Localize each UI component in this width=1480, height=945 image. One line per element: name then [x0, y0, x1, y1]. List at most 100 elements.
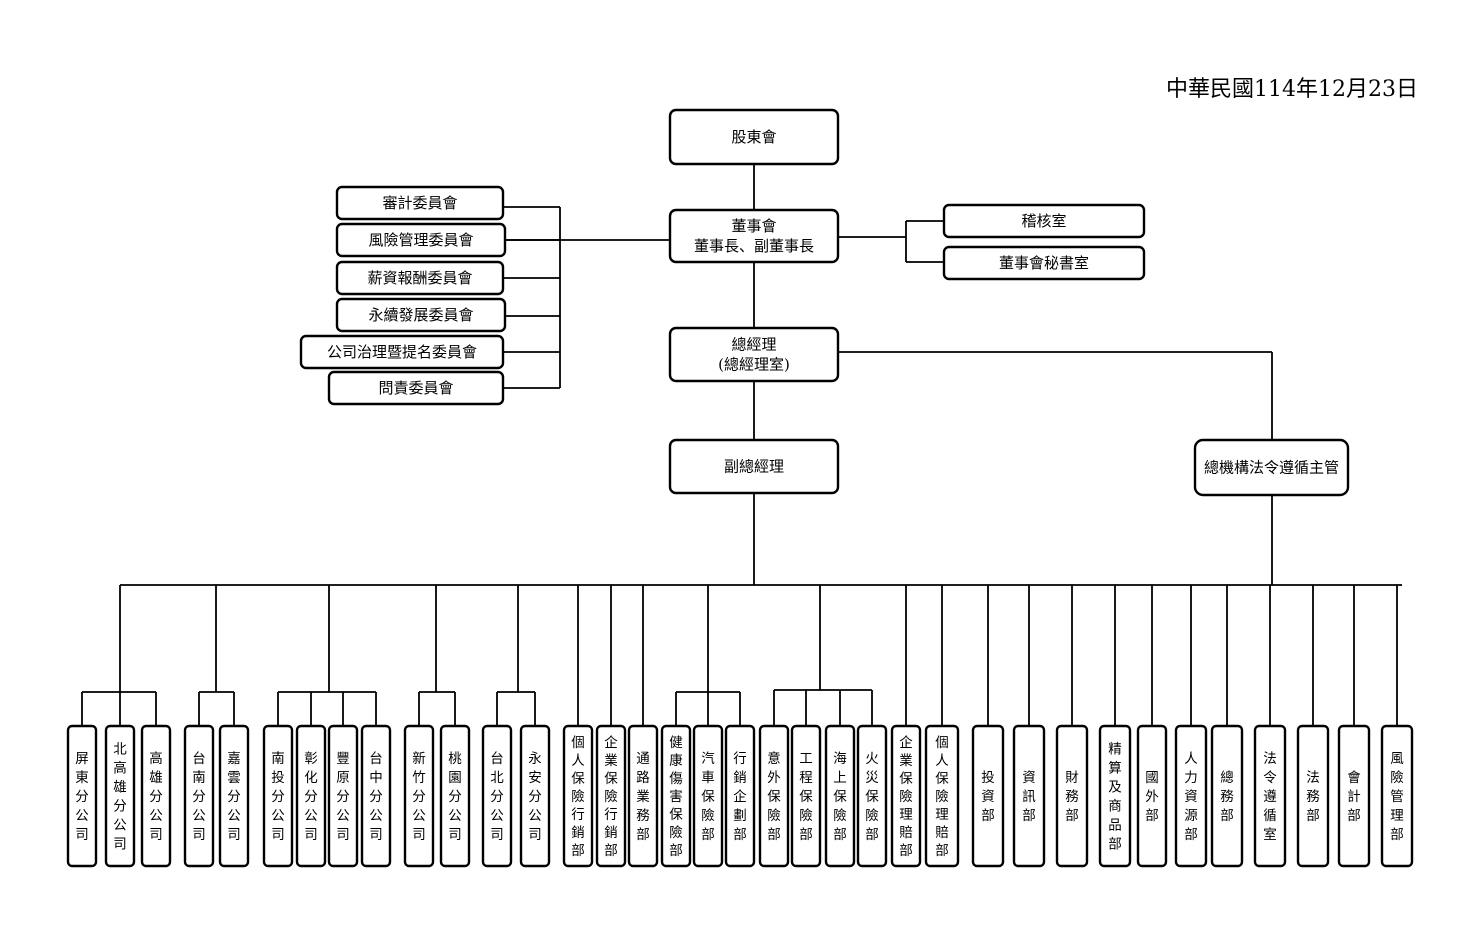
department-box-label: 健康傷害保險部 — [669, 735, 683, 859]
committee-box-label: 風險管理委員會 — [368, 231, 473, 249]
branch-office-box: 桃園分公司 — [439, 724, 471, 868]
department-box: 企業保險行銷部 — [595, 724, 627, 868]
department-box-label: 汽車保險部 — [701, 751, 715, 843]
branch-office-box: 高雄分公司 — [140, 724, 172, 868]
department-box: 火災保險部 — [856, 724, 888, 868]
board-secretariat-label: 董事會秘書室 — [999, 254, 1089, 272]
branch-office-box-label: 桃園分公司 — [448, 751, 462, 843]
department-box: 工程保險部 — [790, 724, 822, 868]
department-box-label: 國外部 — [1145, 770, 1159, 824]
general-manager-label: (總經理室) — [718, 356, 790, 374]
department-box: 風險管理部 — [1380, 724, 1414, 868]
committee-box-label: 問責委員會 — [378, 379, 453, 397]
branch-office-box: 嘉雲分公司 — [218, 724, 250, 868]
branch-office-box: 南投分公司 — [262, 724, 294, 868]
department-box: 意外保險部 — [758, 724, 790, 868]
chief-compliance-officer-label: 總機構法令遵循主管 — [1204, 459, 1339, 477]
branch-office-box-label: 台中分公司 — [369, 751, 383, 843]
audit-office-label: 稽核室 — [1021, 212, 1066, 230]
department-box: 財務部 — [1055, 724, 1089, 868]
branch-office-box: 彰化分公司 — [295, 724, 327, 868]
committee-box: 風險管理委員會 — [335, 222, 507, 258]
general-manager-label: 總經理 — [731, 336, 776, 354]
department-box: 汽車保險部 — [692, 724, 724, 868]
department-box-label: 人力資源部 — [1184, 751, 1198, 843]
org-units: 股東會董事會董事長、副董事長總經理(總經理室)副總經理總機構法令遵循主管稽核室董… — [66, 108, 1414, 868]
department-box: 總務部 — [1210, 724, 1244, 868]
audit-office: 稽核室 — [942, 203, 1146, 239]
branch-office-box-label: 豐原分公司 — [336, 751, 350, 843]
department-box-label: 個人保險行銷部 — [571, 735, 585, 859]
department-box-label: 精算及商品部 — [1108, 742, 1122, 853]
department-box-label: 通路業務部 — [636, 751, 650, 843]
branch-office-box-label: 新竹分公司 — [412, 751, 426, 843]
branch-office-box-label: 南投分公司 — [271, 751, 285, 843]
shareholders-meeting-label: 股東會 — [731, 128, 776, 146]
department-box: 通路業務部 — [627, 724, 659, 868]
connector-lines — [81, 164, 1402, 726]
committee-box: 審計委員會 — [335, 185, 505, 221]
department-box: 健康傷害保險部 — [660, 724, 692, 868]
branch-office-box-label: 永安分公司 — [528, 751, 542, 843]
board-of-directors-label: 董事會 — [731, 217, 776, 235]
department-box-label: 行銷企劃部 — [733, 751, 747, 843]
committee-box: 問責委員會 — [327, 370, 505, 406]
department-box: 國外部 — [1136, 724, 1168, 868]
department-box-label: 法務部 — [1306, 770, 1320, 824]
department-box-label: 火災保險部 — [865, 751, 879, 843]
department-box-label: 海上保險部 — [833, 751, 847, 843]
department-box-label: 意外保險部 — [767, 750, 781, 843]
shareholders-meeting: 股東會 — [668, 108, 840, 166]
branch-office-box-label: 北高雄分公司 — [113, 742, 127, 853]
branch-office-box-label: 台北分公司 — [490, 751, 504, 843]
department-box: 人力資源部 — [1174, 724, 1208, 868]
committee-box-label: 永續發展委員會 — [368, 306, 473, 324]
department-box-label: 總務部 — [1220, 769, 1234, 824]
department-box: 會計部 — [1337, 724, 1371, 868]
committee-box-label: 審計委員會 — [382, 194, 457, 212]
branch-office-box-label: 高雄分公司 — [149, 750, 163, 843]
board-secretariat: 董事會秘書室 — [942, 245, 1146, 281]
department-box-label: 投資部 — [981, 770, 995, 824]
branch-office-box: 北高雄分公司 — [104, 724, 136, 868]
department-box: 海上保險部 — [824, 724, 856, 868]
committee-box: 公司治理暨提名委員會 — [299, 334, 505, 370]
department-box-label: 工程保險部 — [799, 751, 813, 843]
branch-office-box-label: 嘉雲分公司 — [227, 751, 241, 843]
department-box: 個人保險行銷部 — [562, 724, 594, 868]
branch-office-box: 豐原分公司 — [327, 724, 359, 868]
branch-office-box-label: 屏東分公司 — [75, 751, 89, 843]
department-box-label: 企業保險理賠部 — [899, 734, 913, 859]
department-box: 法令遵循室 — [1253, 724, 1287, 868]
committee-box: 薪資報酬委員會 — [335, 260, 505, 296]
department-box: 資訊部 — [1012, 724, 1046, 868]
general-manager: 總經理 (總經理室) — [668, 326, 840, 383]
board-of-directors-label: 董事長、副董事長 — [694, 237, 814, 255]
branch-office-box: 屏東分公司 — [66, 724, 98, 868]
branch-office-box: 永安分公司 — [519, 724, 551, 868]
branch-office-box-label: 彰化分公司 — [304, 750, 318, 843]
chief-compliance-officer: 總機構法令遵循主管 — [1193, 438, 1350, 497]
department-box: 企業保險理賠部 — [890, 724, 922, 868]
committee-box-label: 公司治理暨提名委員會 — [327, 343, 477, 361]
committee-box-label: 薪資報酬委員會 — [367, 269, 472, 287]
branch-office-box: 新竹分公司 — [403, 724, 435, 868]
department-box: 法務部 — [1296, 724, 1330, 868]
department-box-label: 個人保險理賠部 — [935, 735, 949, 859]
branch-office-box: 台中分公司 — [360, 724, 392, 868]
department-box: 個人保險理賠部 — [924, 724, 960, 868]
branch-office-box: 台北分公司 — [481, 724, 513, 868]
department-box: 精算及商品部 — [1098, 724, 1132, 868]
department-box-label: 資訊部 — [1022, 770, 1036, 824]
department-box-label: 會計部 — [1347, 770, 1361, 824]
department-box: 行銷企劃部 — [724, 724, 756, 868]
deputy-general-manager: 副總經理 — [668, 438, 840, 495]
deputy-general-manager-label: 副總經理 — [724, 458, 784, 476]
department-box: 投資部 — [971, 724, 1005, 868]
department-box-label: 財務部 — [1065, 770, 1079, 824]
department-box-label: 法令遵循室 — [1263, 751, 1277, 843]
committee-box: 永續發展委員會 — [335, 297, 507, 333]
department-box-label: 風險管理部 — [1390, 751, 1404, 843]
department-box-label: 企業保險行銷部 — [604, 734, 618, 859]
